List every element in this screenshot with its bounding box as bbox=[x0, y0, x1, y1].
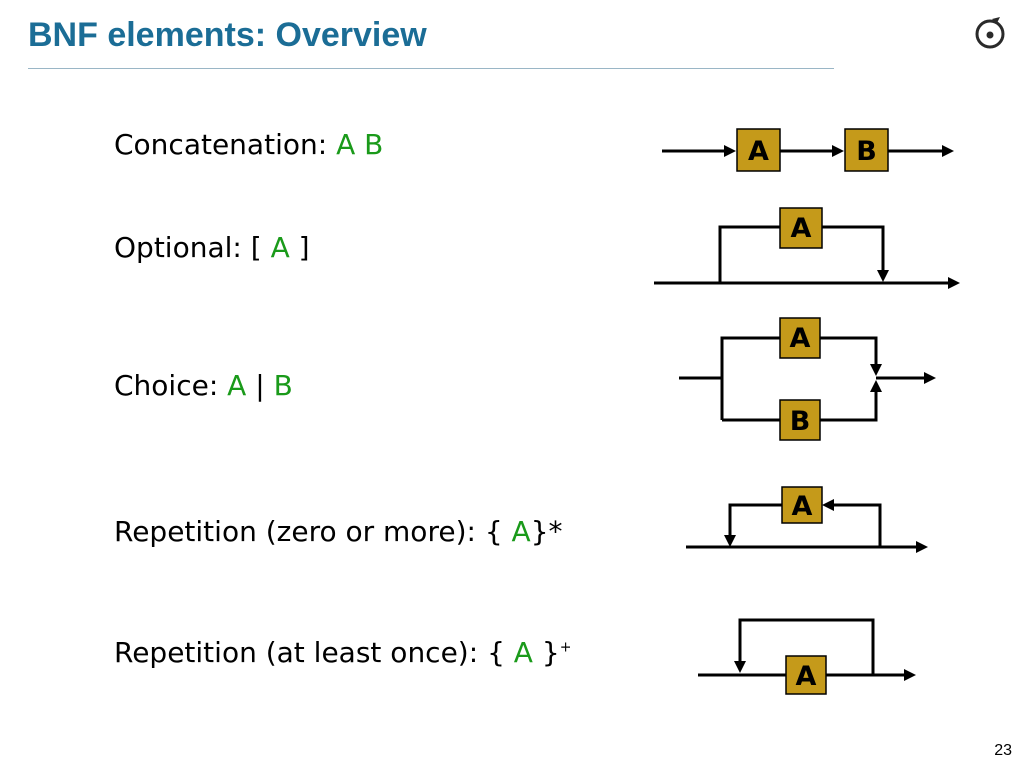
optional-diagram: A bbox=[654, 207, 960, 289]
repetition-zero-label: Repetition (zero or more): { A}* bbox=[114, 515, 563, 548]
repetition-zero-box-a-label: A bbox=[792, 491, 813, 522]
choice-bar: | bbox=[255, 369, 265, 402]
eiffel-logo-icon bbox=[975, 17, 1005, 49]
concatenation-label: Concatenation: A B bbox=[114, 128, 383, 161]
repetition-once-plus: + bbox=[559, 639, 572, 656]
choice-box-a-label: A bbox=[790, 323, 811, 354]
choice-label: Choice: A | B bbox=[114, 369, 293, 402]
choice-box-b-label: B bbox=[790, 406, 811, 437]
repetition-once-box-a bbox=[785, 655, 827, 695]
optional-label: Optional: [ A ] bbox=[114, 231, 310, 264]
repetition-zero-text: Repetition (zero or more): { bbox=[114, 515, 503, 548]
title-divider bbox=[28, 68, 834, 69]
repetition-zero-close: }* bbox=[530, 515, 563, 548]
concatenation-text: Concatenation: bbox=[114, 128, 328, 161]
optional-box-a-label: A bbox=[791, 213, 812, 244]
repetition-once-close: } bbox=[541, 636, 560, 669]
optional-close: ] bbox=[298, 231, 310, 264]
choice-symbol-a: A bbox=[227, 369, 247, 402]
repetition-once-label: Repetition (at least once): { A }+ bbox=[114, 636, 571, 669]
concatenation-symbol-a: A bbox=[336, 128, 356, 161]
optional-symbol-a: A bbox=[270, 231, 290, 264]
choice-symbol-b: B bbox=[273, 369, 293, 402]
repetition-once-box-a-label: A bbox=[796, 661, 817, 692]
concat-box-b-label: B bbox=[856, 136, 877, 167]
repetition-once-symbol-a: A bbox=[513, 636, 533, 669]
repetition-zero-diagram: A bbox=[686, 486, 928, 553]
choice-box-b bbox=[779, 399, 821, 441]
concat-box-a-label: A bbox=[748, 136, 769, 167]
repetition-zero-symbol-a: A bbox=[511, 515, 531, 548]
page-number: 23 bbox=[994, 742, 1012, 759]
concatenation-diagram: A B bbox=[662, 128, 954, 172]
choice-diagram: A B bbox=[679, 317, 936, 441]
repetition-once-diagram: A bbox=[698, 618, 916, 695]
choice-text: Choice: bbox=[114, 369, 219, 402]
slide-title: BNF elements: Overview bbox=[28, 16, 427, 54]
repetition-once-text: Repetition (at least once): { bbox=[114, 636, 505, 669]
optional-box-a bbox=[779, 207, 823, 249]
optional-text: Optional: [ bbox=[114, 231, 262, 264]
concatenation-symbol-b: B bbox=[364, 128, 384, 161]
concat-box-a bbox=[736, 128, 781, 172]
